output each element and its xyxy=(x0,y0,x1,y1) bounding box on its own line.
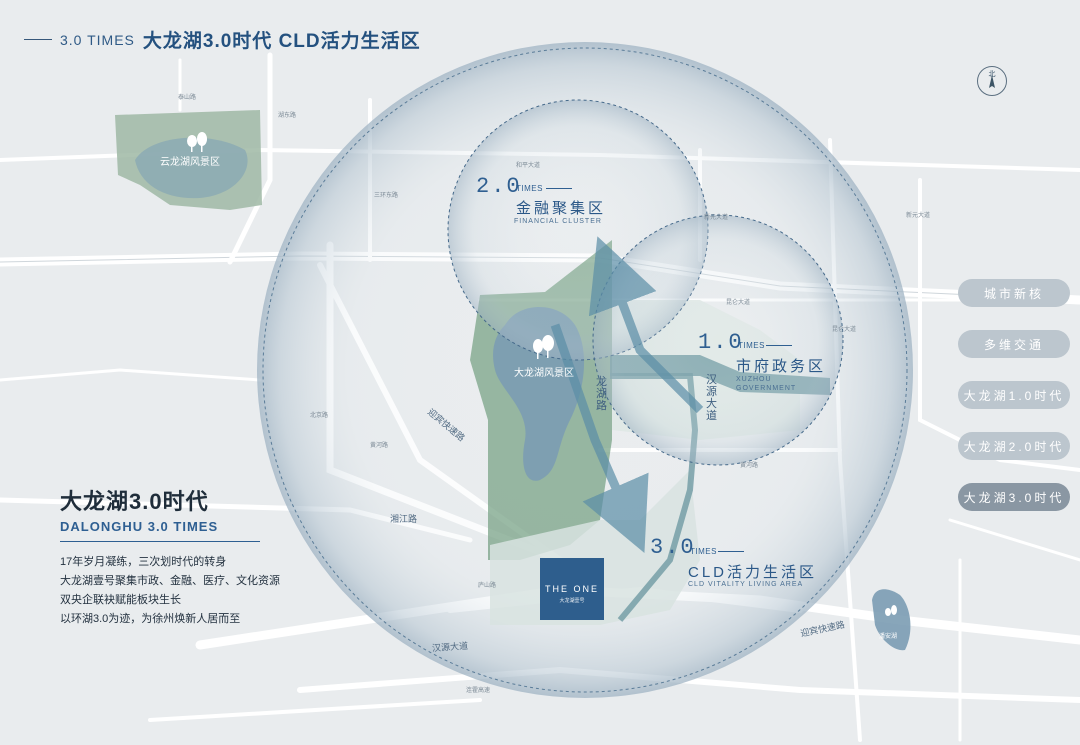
info-line: 以环湖3.0为迹，为徐州焕新人居而至 xyxy=(60,613,241,625)
small-lake xyxy=(872,589,911,651)
road-small-9: 黄河路 xyxy=(370,443,389,449)
zone1-num: 1.0 xyxy=(698,330,744,355)
zone3-num: 3.0 xyxy=(650,535,696,560)
tree-icon xyxy=(885,605,897,616)
arrow-to-2 xyxy=(588,236,704,414)
header-cn: 大龙湖3.0时代 CLD活力生活区 xyxy=(142,31,421,52)
info-title: 大龙湖3.0时代 xyxy=(60,489,209,514)
road-small-7: 黄河路 xyxy=(740,463,759,469)
info-line: 大龙湖壹号聚集市政、金融、医疗、文化资源 xyxy=(60,575,280,587)
menu-item-transport[interactable]: 多维交通 xyxy=(958,330,1070,358)
lake-small-label: 潘安湖 xyxy=(879,634,898,640)
info-panel: 大龙湖3.0时代 DALONGHU 3.0 TIMES 17年岁月凝练，三次划时… xyxy=(60,484,280,629)
zone1-en2: GOVERNMENT xyxy=(736,385,797,392)
project-subtitle: 大龙湖壹号 xyxy=(559,598,585,604)
zone2-times: TIMES xyxy=(516,184,543,193)
menu-item-city-core[interactable]: 城市新核 xyxy=(958,279,1070,307)
zone3-times: TIMES xyxy=(690,547,717,556)
lake-dalong-label: 大龙湖风景区 xyxy=(514,368,574,379)
zone1-times: TIMES xyxy=(738,341,765,350)
road-small-5: 昆仑大道 xyxy=(832,327,857,333)
info-lines: 17年岁月凝练，三次划时代的转身 大龙湖壹号聚集市政、金融、医疗、文化资源 双央… xyxy=(60,553,280,629)
lake-yunlong-label: 云龙湖风景区 xyxy=(160,157,220,168)
tree-icon xyxy=(533,335,554,359)
zone3-en: CLD VITALITY LIVING AREA xyxy=(688,581,804,588)
arrow-to-3 xyxy=(550,323,649,553)
road-hanyuan: 汉源大道 xyxy=(431,640,469,654)
info-subtitle: DALONGHU 3.0 TIMES xyxy=(60,519,219,534)
header-en: 3.0 TIMES xyxy=(60,31,135,48)
road-xiangjiang: 湘江路 xyxy=(390,514,418,524)
menu-item-era-3[interactable]: 大龙湖3.0时代 xyxy=(958,483,1070,511)
zone2-num: 2.0 xyxy=(476,174,522,199)
header-rule xyxy=(24,39,52,40)
menu-item-era-2[interactable]: 大龙湖2.0时代 xyxy=(958,432,1070,460)
menu-item-era-1[interactable]: 大龙湖1.0时代 xyxy=(958,381,1070,409)
zone1-line xyxy=(766,345,792,346)
road-small-4: 新元大道 xyxy=(704,215,729,221)
zone2-en: FINANCIAL CLUSTER xyxy=(514,218,602,225)
project-marker[interactable]: THE ONE 大龙湖壹号 xyxy=(540,558,604,620)
north-label: 北 xyxy=(988,71,996,78)
zone1-en1: XUZHOU xyxy=(736,376,772,383)
info-line: 双央企联袂赋能板块生长 xyxy=(60,594,181,606)
info-line: 17年岁月凝练，三次划时代的转身 xyxy=(60,556,227,568)
road-small-6: 新元大道 xyxy=(906,213,931,219)
zone3-line xyxy=(718,551,744,552)
zone2-line xyxy=(546,188,572,189)
road-small-11: 连霍高速 xyxy=(466,688,491,694)
road-small-0: 泰山路 xyxy=(178,95,197,101)
road-small-10: 庐山路 xyxy=(478,583,497,589)
zone1-cn: 市府政务区 xyxy=(736,358,827,375)
side-menu: 城市新核 多维交通 大龙湖1.0时代 大龙湖2.0时代 大龙湖3.0时代 xyxy=(958,279,1070,534)
road-small-1: 湖东路 xyxy=(278,113,297,119)
road-small-2: 三环东路 xyxy=(374,193,399,199)
project-title: THE ONE xyxy=(544,584,599,594)
tree-icon xyxy=(187,132,207,152)
zone2-cn: 金融聚集区 xyxy=(516,200,607,217)
north-compass-icon: 北 xyxy=(977,66,1007,96)
road-hanyuan-vertical: 汉源大道 xyxy=(706,374,717,422)
info-rule xyxy=(60,541,260,542)
road-longhu-vertical: 龙湖路 xyxy=(596,376,607,412)
road-small-8: 北京路 xyxy=(310,413,329,419)
road-small-3: 和平大道 xyxy=(516,163,541,169)
zone3-cn: CLD活力生活区 xyxy=(688,564,818,581)
page-header: 3.0 TIMES 大龙湖3.0时代 CLD活力生活区 xyxy=(24,26,421,53)
road-kunlun: 昆仑大道 xyxy=(726,300,751,306)
